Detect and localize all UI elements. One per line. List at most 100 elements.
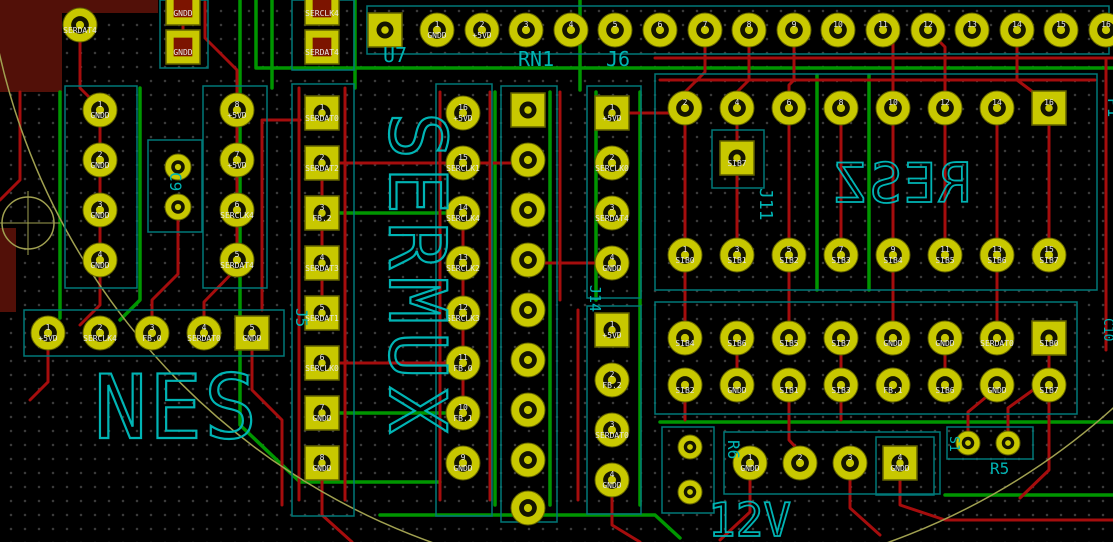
component-outline[interactable] bbox=[64, 85, 138, 289]
silkscreen-text[interactable]: NES bbox=[93, 355, 259, 460]
pad-top-header-row[interactable]: 13 bbox=[954, 12, 990, 48]
pad-j11-row-top[interactable]: 14 bbox=[979, 90, 1015, 126]
pad-j11-row-top[interactable]: 16 bbox=[1031, 90, 1067, 126]
pad-top-header-row[interactable]: 15 bbox=[1043, 12, 1079, 48]
pad-lower-row-top[interactable]: SIB7 bbox=[823, 320, 859, 356]
trace-top-copper[interactable] bbox=[150, 205, 180, 335]
pad-center-column[interactable] bbox=[510, 292, 546, 328]
silkscreen-text[interactable]: RN1 bbox=[518, 47, 554, 71]
silkscreen-text[interactable]: S1 bbox=[946, 436, 961, 452]
silkscreen-text[interactable]: P1 bbox=[1104, 98, 1113, 117]
pad-lower-row-bottom[interactable]: SIB6 bbox=[927, 367, 963, 403]
copper-zone[interactable] bbox=[0, 0, 62, 92]
pad-top-left-squares[interactable]: GNDD bbox=[165, 0, 201, 26]
pad-power-header[interactable]: 8+5VD bbox=[219, 92, 255, 128]
pad-top-header-row[interactable]: 4 bbox=[553, 12, 589, 48]
pad-top-header-row[interactable]: 12 bbox=[910, 12, 946, 48]
component-outline[interactable] bbox=[723, 431, 941, 495]
trace-bottom-copper[interactable] bbox=[238, 328, 442, 484]
component-outline[interactable] bbox=[875, 436, 935, 496]
pad-top-left-pad[interactable]: SERDAT4 bbox=[62, 7, 98, 43]
pad-lower-row-bottom[interactable]: SIB7 bbox=[1031, 367, 1067, 403]
component-outline[interactable] bbox=[147, 139, 203, 233]
component-outline[interactable] bbox=[23, 309, 285, 357]
pad-top-header-row[interactable]: 8 bbox=[731, 12, 767, 48]
pad-center-column[interactable] bbox=[510, 92, 546, 128]
pad-c9-pads[interactable] bbox=[164, 193, 192, 221]
pad-j11-row-top[interactable]: 12 bbox=[927, 90, 963, 126]
pad-top-header-row[interactable]: 11 bbox=[865, 12, 901, 48]
silkscreen-text[interactable]: J14 bbox=[586, 285, 604, 312]
pad-r6-pads[interactable] bbox=[677, 434, 703, 460]
pad-lower-row-bottom[interactable]: SIB2 bbox=[667, 367, 703, 403]
silkscreen-text[interactable]: SERMUX bbox=[370, 111, 462, 443]
trace-bottom-copper[interactable] bbox=[118, 86, 142, 322]
component-outline[interactable] bbox=[711, 129, 765, 189]
pad-center-column[interactable] bbox=[510, 442, 546, 478]
component-outline[interactable] bbox=[435, 83, 493, 517]
pad-j11-row-top[interactable]: 4 bbox=[719, 90, 755, 126]
pad-left-bottom-header[interactable]: 1+5VD bbox=[30, 315, 66, 351]
pad-r5-pads[interactable] bbox=[955, 430, 981, 456]
component-outline[interactable] bbox=[586, 305, 642, 515]
trace-top-copper[interactable] bbox=[250, 331, 284, 507]
pad-sermux-right-column[interactable]: 16+5VD bbox=[445, 95, 481, 131]
trace-bottom-copper[interactable] bbox=[378, 513, 682, 540]
pad-top-header-row[interactable]: 7 bbox=[687, 12, 723, 48]
pad-j6-column[interactable]: 1+5VD bbox=[594, 95, 630, 131]
pad-center-column[interactable] bbox=[510, 242, 546, 278]
pad-c9-pads[interactable] bbox=[164, 153, 192, 181]
pad-top-header-row[interactable]: 5 bbox=[597, 12, 633, 48]
trace-top-copper[interactable] bbox=[0, 90, 22, 202]
pad-center-column[interactable] bbox=[510, 192, 546, 228]
component-outline[interactable] bbox=[654, 73, 1098, 291]
pad-sib7-pad[interactable]: SIB7 bbox=[719, 140, 755, 176]
pad-lower-row-bottom[interactable]: SIB3 bbox=[823, 367, 859, 403]
pad-top-mid-squares[interactable]: SERDAT4 bbox=[304, 29, 340, 65]
trace-bottom-copper[interactable] bbox=[254, 0, 1113, 70]
pad-lower-row-top[interactable]: SIB6 bbox=[719, 320, 755, 356]
pad-top-header-row[interactable]: 16 bbox=[1088, 12, 1113, 48]
pad-top-left-squares[interactable]: GNDD bbox=[165, 29, 201, 65]
pad-lower-row-top[interactable]: SIB0 bbox=[1031, 320, 1067, 356]
pad-shape[interactable] bbox=[594, 312, 630, 348]
trace-top-copper[interactable] bbox=[898, 461, 1113, 522]
pad-j11-row-top[interactable]: 6 bbox=[771, 90, 807, 126]
silkscreen-text[interactable]: R5 bbox=[990, 459, 1009, 478]
pad-j11-row-top[interactable]: 10 bbox=[875, 90, 911, 126]
component-outline[interactable] bbox=[202, 85, 268, 289]
pad-lower-row-top[interactable]: SIB4 bbox=[667, 320, 703, 356]
component-outline[interactable] bbox=[661, 426, 715, 514]
pad-top-header-row[interactable]: 14 bbox=[999, 12, 1035, 48]
silkscreen-text[interactable]: 12V bbox=[707, 492, 792, 542]
pad-sermux-left-column[interactable]: 3FB.2 bbox=[304, 195, 340, 231]
pad-shape[interactable] bbox=[304, 345, 340, 381]
pad-r5-pads[interactable] bbox=[995, 430, 1021, 456]
pad-center-column[interactable] bbox=[510, 342, 546, 378]
silkscreen-text[interactable]: J11 bbox=[755, 188, 776, 221]
